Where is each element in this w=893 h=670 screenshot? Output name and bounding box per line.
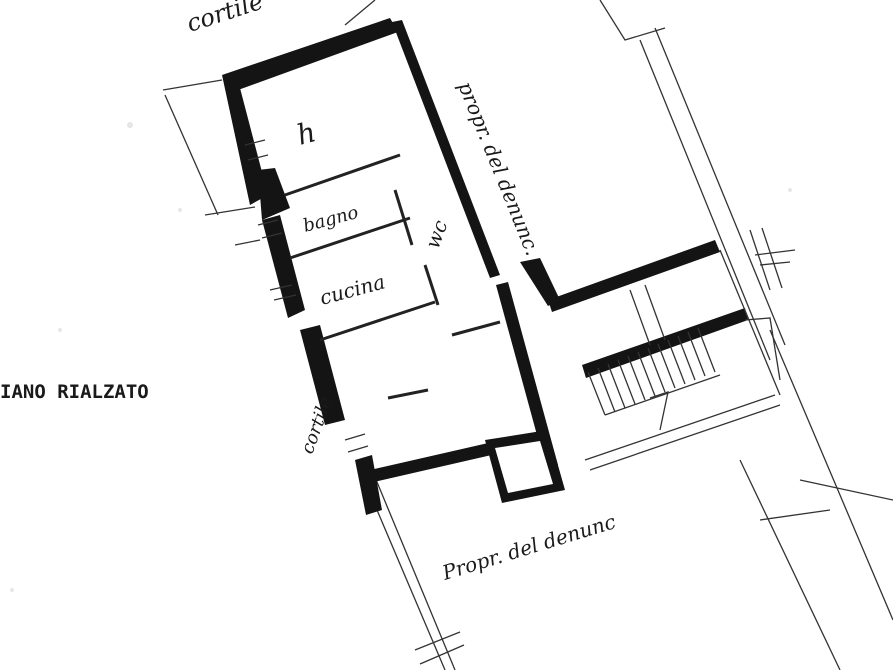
window-marks [244,139,369,453]
staircase [584,249,781,471]
paper-smudges [10,122,792,592]
interior-walls [284,153,501,400]
label-wc: wc [420,217,452,252]
floor-label: IANO RIALZATO [0,381,149,403]
dimension-lines [162,79,261,246]
label-prop-bottom: Propr. del denunc [438,509,618,585]
label-prop-right: propr. del denunc. [453,78,545,259]
walls [222,18,748,515]
label-bagno: bagno [301,202,361,237]
label-cucina: cucina [317,269,387,309]
label-cortile-left: cortile [297,394,337,457]
column-symbol [749,227,796,291]
label-cortile-top: cortile [183,0,266,38]
label-room-mark: h [293,115,319,152]
